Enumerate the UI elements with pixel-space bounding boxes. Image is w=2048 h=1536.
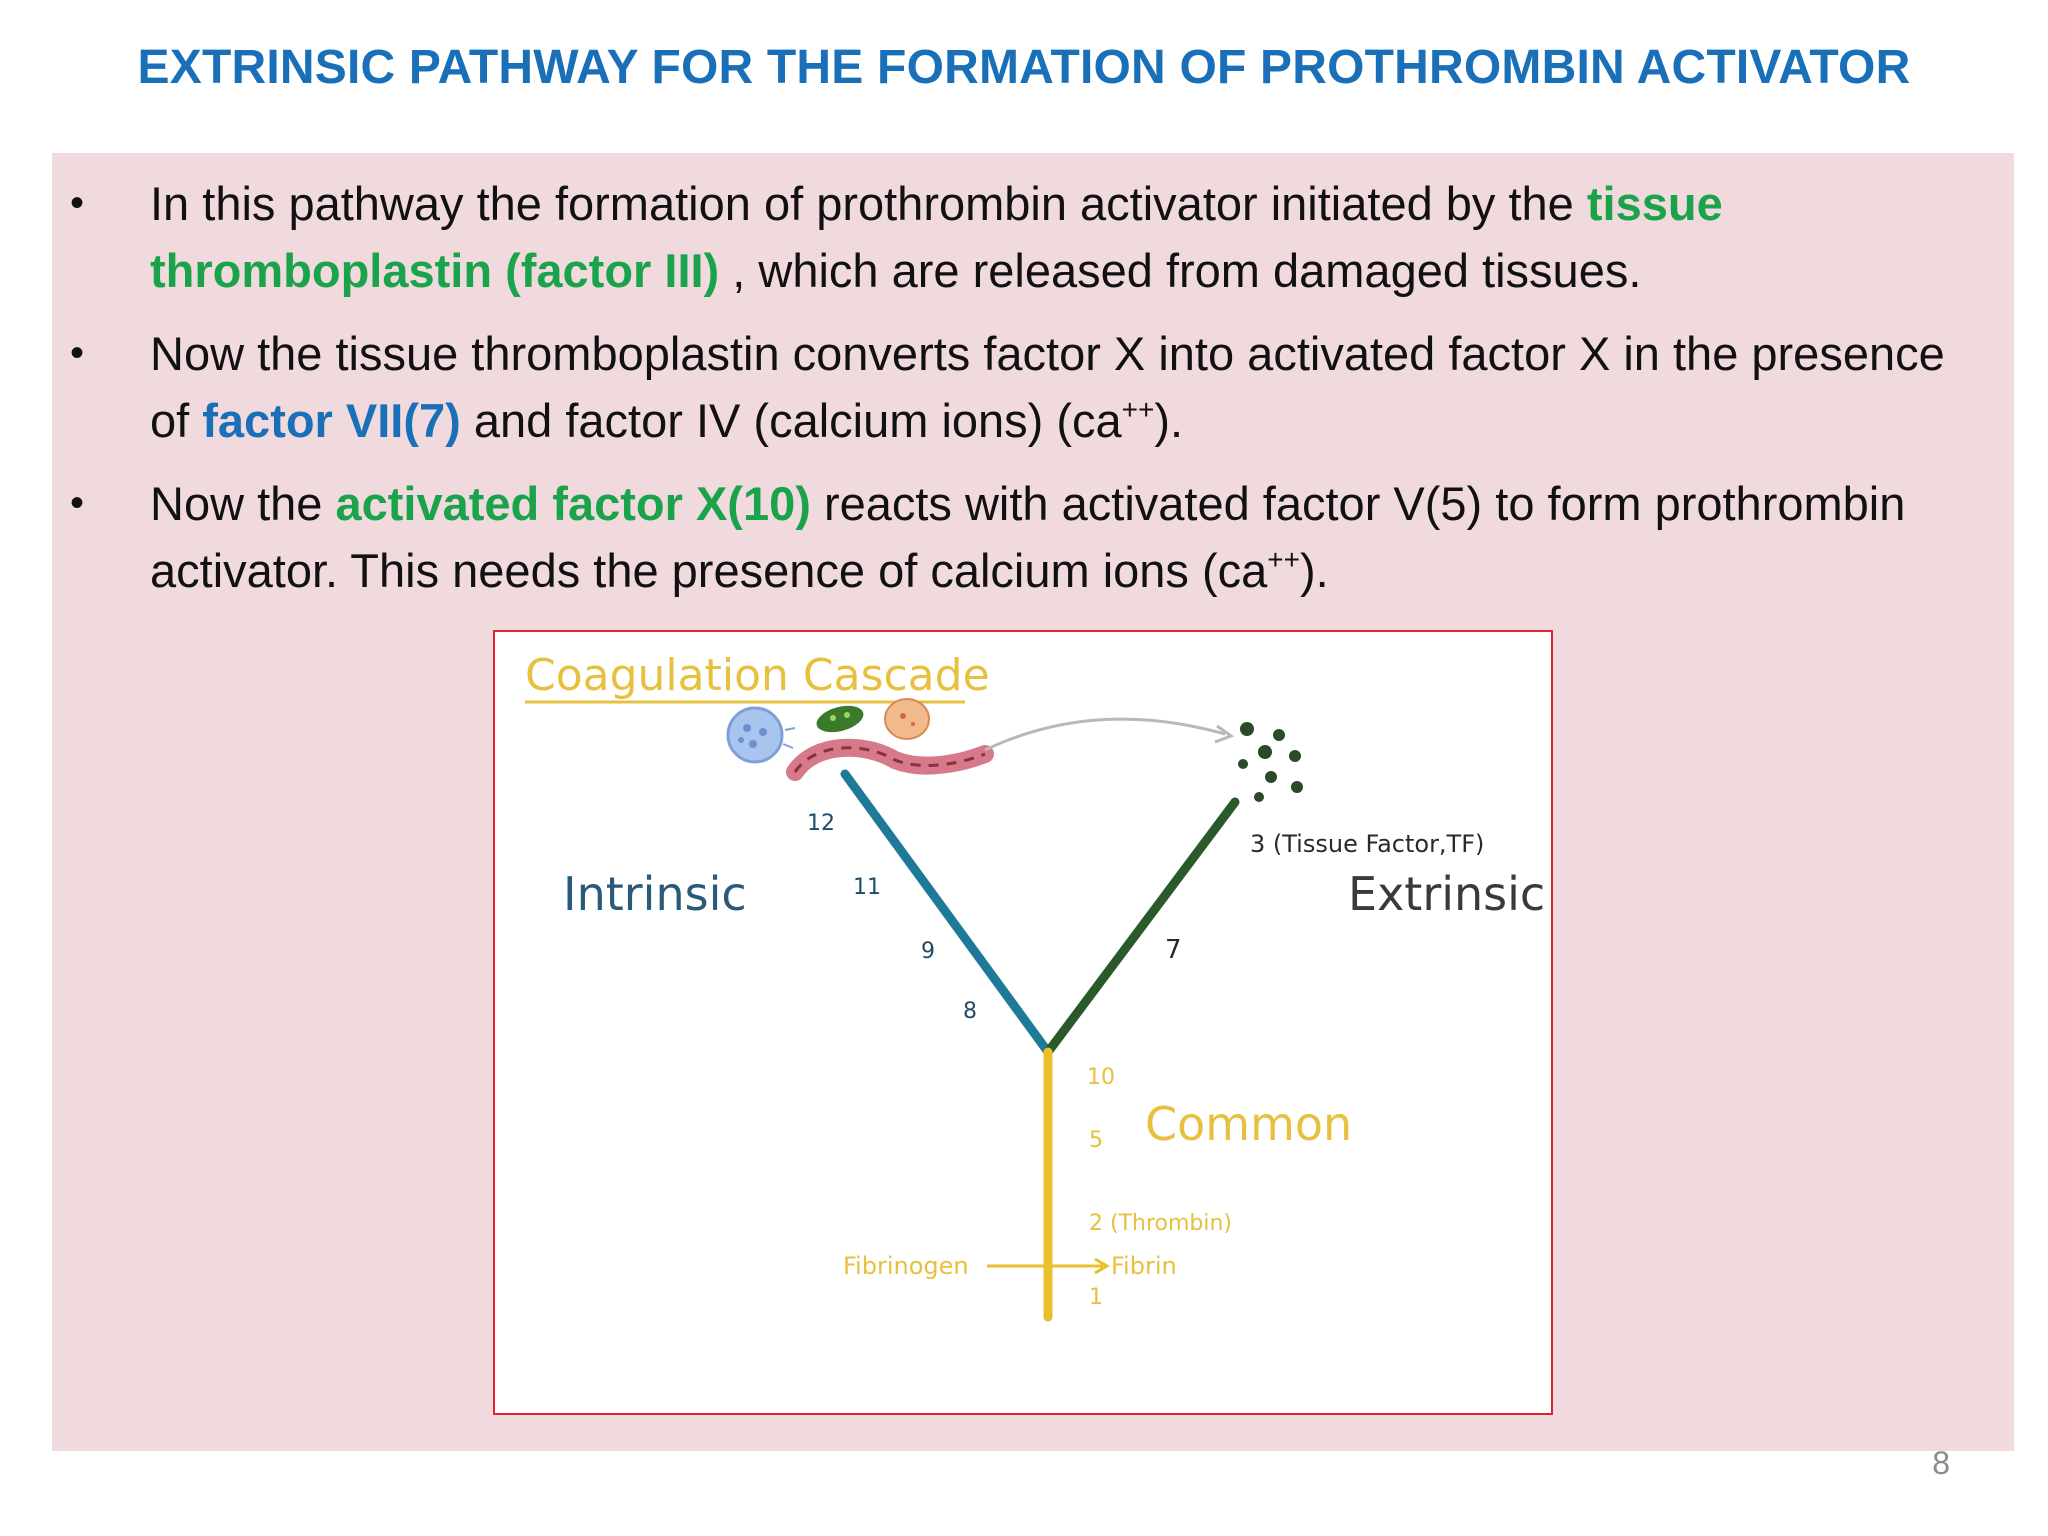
- bullet-2-highlight-factor-vii: factor VII(7): [202, 394, 461, 447]
- bullet-2-superscript: ++: [1121, 394, 1155, 425]
- fibrinogen-label: Fibrinogen: [843, 1252, 969, 1280]
- extrinsic-label: Extrinsic: [1348, 867, 1545, 921]
- intrinsic-branch: [840, 769, 1053, 1057]
- bullet-3-text-a: Now the: [150, 477, 336, 530]
- bullet-item-3: • Now the activated factor X(10) reacts …: [60, 470, 1980, 604]
- conversion-arrowhead: [1094, 1257, 1110, 1275]
- page-number: 8: [1932, 1445, 1950, 1481]
- bullet-2-text-b: and factor IV (calcium ions) (ca: [460, 394, 1122, 447]
- bullet-marker: •: [70, 331, 85, 375]
- bullet-3-text-b: reacts with activated factor V(5) to for…: [150, 477, 1906, 597]
- factor-9-label: 9: [921, 939, 935, 964]
- coagulation-cascade-figure: Coagulation Cascade: [493, 630, 1553, 1415]
- bullet-1-highlight-tissue-thromboplastin: tissue thromboplastin (factor III): [150, 177, 1723, 297]
- bullet-marker: •: [70, 181, 85, 225]
- bullet-2-text-c: ).: [1154, 394, 1184, 447]
- factor-3-label: 3 (Tissue Factor,TF): [1250, 830, 1484, 858]
- factor-11-label: 11: [853, 875, 881, 900]
- platelet-icon: [726, 706, 796, 764]
- factor-7-label: 7: [1165, 935, 1182, 965]
- bacterium-icon: [816, 705, 864, 733]
- fibrin-label: Fibrin: [1111, 1252, 1177, 1280]
- bullet-list: • In this pathway the formation of proth…: [60, 170, 1980, 620]
- factor-5-label: 5: [1089, 1128, 1103, 1153]
- factor-12-label: 12: [807, 811, 835, 836]
- factor-8-label: 8: [963, 999, 977, 1024]
- bullet-3-text-c: ).: [1299, 544, 1329, 597]
- cascade-diagram: Coagulation Cascade: [525, 650, 1545, 1322]
- intrinsic-label: Intrinsic: [563, 867, 747, 921]
- diagram-title: Coagulation Cascade: [525, 650, 990, 701]
- slide-title: EXTRINSIC PATHWAY FOR THE FORMATION OF P…: [137, 41, 1911, 94]
- tissue-factor-dots: [1238, 722, 1303, 802]
- bullet-marker: •: [70, 481, 85, 525]
- bullet-3-superscript: ++: [1267, 544, 1300, 575]
- bullet-1-text-a: In this pathway the formation of prothro…: [150, 177, 1587, 230]
- cell-icon: [884, 698, 930, 740]
- release-arrow: [984, 717, 1226, 752]
- factor-10-label: 10: [1087, 1065, 1115, 1090]
- factor-2-label: 2 (Thrombin): [1089, 1211, 1232, 1236]
- bullet-2-text-a: Now the tissue thromboplastin converts f…: [150, 327, 1945, 447]
- bullet-3-highlight-activated-factor-x: activated factor X(10): [335, 477, 811, 530]
- bullet-item-2: • Now the tissue thromboplastin converts…: [60, 320, 1980, 454]
- bullet-1-text-b: , which are released from damaged tissue…: [719, 244, 1642, 297]
- extrinsic-branch: [1043, 797, 1240, 1057]
- bullet-item-1: • In this pathway the formation of proth…: [60, 170, 1980, 304]
- damaged-vessel-icon: [786, 738, 994, 781]
- factor-1-label: 1: [1089, 1285, 1103, 1310]
- release-arrowhead: [1214, 724, 1235, 744]
- common-label: Common: [1145, 1097, 1352, 1151]
